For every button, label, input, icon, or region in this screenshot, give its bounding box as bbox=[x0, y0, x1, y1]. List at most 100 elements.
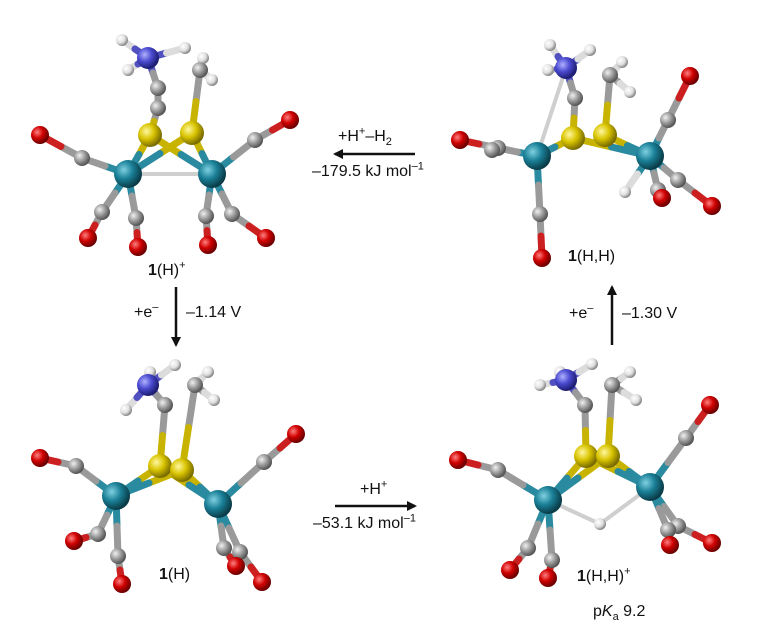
oxygen-atom bbox=[79, 229, 97, 247]
sulfur-atom bbox=[148, 454, 172, 478]
hydrogen-atom bbox=[616, 56, 628, 68]
carbon-atom bbox=[68, 458, 84, 474]
hydrogen-atom bbox=[630, 394, 642, 406]
nitrogen-atom bbox=[137, 47, 159, 69]
left-arrow-reagent: +e– bbox=[134, 301, 159, 321]
nitrogen-atom bbox=[555, 57, 577, 79]
right-arrow-reagent: +e– bbox=[569, 302, 594, 322]
carbon-atom bbox=[544, 552, 560, 568]
carbon-atom bbox=[192, 62, 208, 78]
metal-atom bbox=[636, 473, 664, 501]
carbon-atom bbox=[484, 142, 500, 158]
oxygen-atom bbox=[287, 425, 305, 443]
hydrogen-atom bbox=[594, 518, 606, 530]
metal-atom bbox=[204, 490, 232, 518]
oxygen-atom bbox=[449, 451, 467, 469]
carbon-atom bbox=[187, 377, 203, 393]
sulfur-atom bbox=[138, 123, 162, 147]
carbon-atom bbox=[247, 132, 263, 148]
oxygen-atom bbox=[533, 249, 551, 267]
sulfur-atom bbox=[170, 458, 194, 482]
carbon-atom bbox=[150, 100, 166, 116]
oxygen-atom bbox=[501, 561, 519, 579]
hydrogen-atom bbox=[542, 64, 554, 76]
oxygen-atom bbox=[31, 449, 49, 467]
sulfur-atom bbox=[574, 444, 598, 468]
carbon-atom bbox=[128, 210, 144, 226]
hydrogen-atom bbox=[586, 358, 598, 370]
oxygen-atom bbox=[65, 532, 83, 550]
hydrogen-atom bbox=[544, 39, 556, 51]
oxygen-atom bbox=[701, 396, 719, 414]
top-arrow-reagent: +H+–H2 bbox=[338, 125, 392, 149]
carbon-atom bbox=[232, 544, 248, 560]
oxygen-atom bbox=[681, 67, 699, 85]
hydrogen-atom bbox=[624, 366, 636, 378]
hydrogen-atom bbox=[169, 359, 181, 371]
sulfur-atom bbox=[180, 121, 204, 145]
hydrogen-atom bbox=[584, 44, 596, 56]
hydrogen-atom bbox=[206, 74, 218, 86]
oxygen-atom bbox=[661, 536, 679, 554]
oxygen-atom bbox=[703, 534, 721, 552]
molecule-1HH bbox=[451, 39, 721, 267]
oxygen-atom bbox=[451, 131, 469, 149]
oxygen-atom bbox=[253, 573, 271, 591]
carbon-atom bbox=[110, 548, 126, 564]
oxygen-atom bbox=[31, 126, 49, 144]
pka-label: pKa 9.2 bbox=[593, 603, 646, 624]
carbon-atom bbox=[520, 540, 536, 556]
hydrogen-atom bbox=[120, 404, 132, 416]
oxygen-atom bbox=[129, 238, 147, 256]
carbon-atom bbox=[602, 67, 618, 83]
carbon-atom bbox=[490, 462, 506, 478]
carbon-atom bbox=[567, 90, 583, 106]
hydrogen-atom bbox=[619, 186, 631, 198]
carbon-atom bbox=[150, 80, 166, 96]
carbon-atom bbox=[90, 526, 106, 542]
hydrogen-atom bbox=[179, 42, 191, 54]
oxygen-atom bbox=[257, 229, 275, 247]
oxygen-atom bbox=[227, 557, 245, 575]
oxygen-atom bbox=[113, 575, 131, 593]
hydrogen-atom bbox=[202, 366, 214, 378]
oxygen-atom bbox=[281, 111, 299, 129]
hydrogen-atom bbox=[122, 64, 134, 76]
carbon-atom bbox=[678, 430, 694, 446]
metal-atom bbox=[198, 160, 226, 188]
carbon-atom bbox=[532, 206, 548, 222]
molecule-1H-plus bbox=[31, 34, 299, 256]
bottom-arrow-reagent: +H+ bbox=[360, 478, 388, 498]
metal-atom bbox=[114, 160, 142, 188]
metal-atom bbox=[523, 142, 551, 170]
right-arrow-potential: –1.30 V bbox=[622, 305, 678, 322]
hydrogen-atom bbox=[197, 52, 209, 64]
carbon-atom bbox=[157, 397, 173, 413]
carbon-atom bbox=[256, 454, 272, 470]
molecule-1H bbox=[31, 359, 305, 593]
bottom-arrow-energy: –53.1 kJ mol–1 bbox=[313, 512, 416, 532]
label-1HH-plus: 1(H,H)+ bbox=[577, 565, 631, 585]
label-1H: 1(H) bbox=[159, 566, 191, 583]
carbon-atom bbox=[94, 204, 110, 220]
oxygen-atom bbox=[199, 236, 217, 254]
hydrogen-atom bbox=[534, 379, 546, 391]
carbon-atom bbox=[74, 150, 90, 166]
label-1H-plus: 1(H)+ bbox=[148, 259, 186, 279]
top-arrow-energy: –179.5 kJ mol–1 bbox=[312, 160, 424, 180]
sulfur-atom bbox=[561, 126, 585, 150]
carbon-atom bbox=[216, 540, 232, 556]
metal-atom bbox=[636, 142, 664, 170]
hydrogen-atom bbox=[116, 34, 128, 46]
carbon-atom bbox=[224, 206, 240, 222]
carbon-atom bbox=[577, 397, 593, 413]
carbon-atom bbox=[660, 112, 676, 128]
carbon-atom bbox=[604, 377, 620, 393]
metal-bond bbox=[535, 67, 568, 157]
nitrogen-atom bbox=[137, 374, 159, 396]
oxygen-atom bbox=[539, 569, 557, 587]
oxygen-atom bbox=[703, 197, 721, 215]
sulfur-atom bbox=[596, 444, 620, 468]
oxygen-atom bbox=[653, 189, 671, 207]
